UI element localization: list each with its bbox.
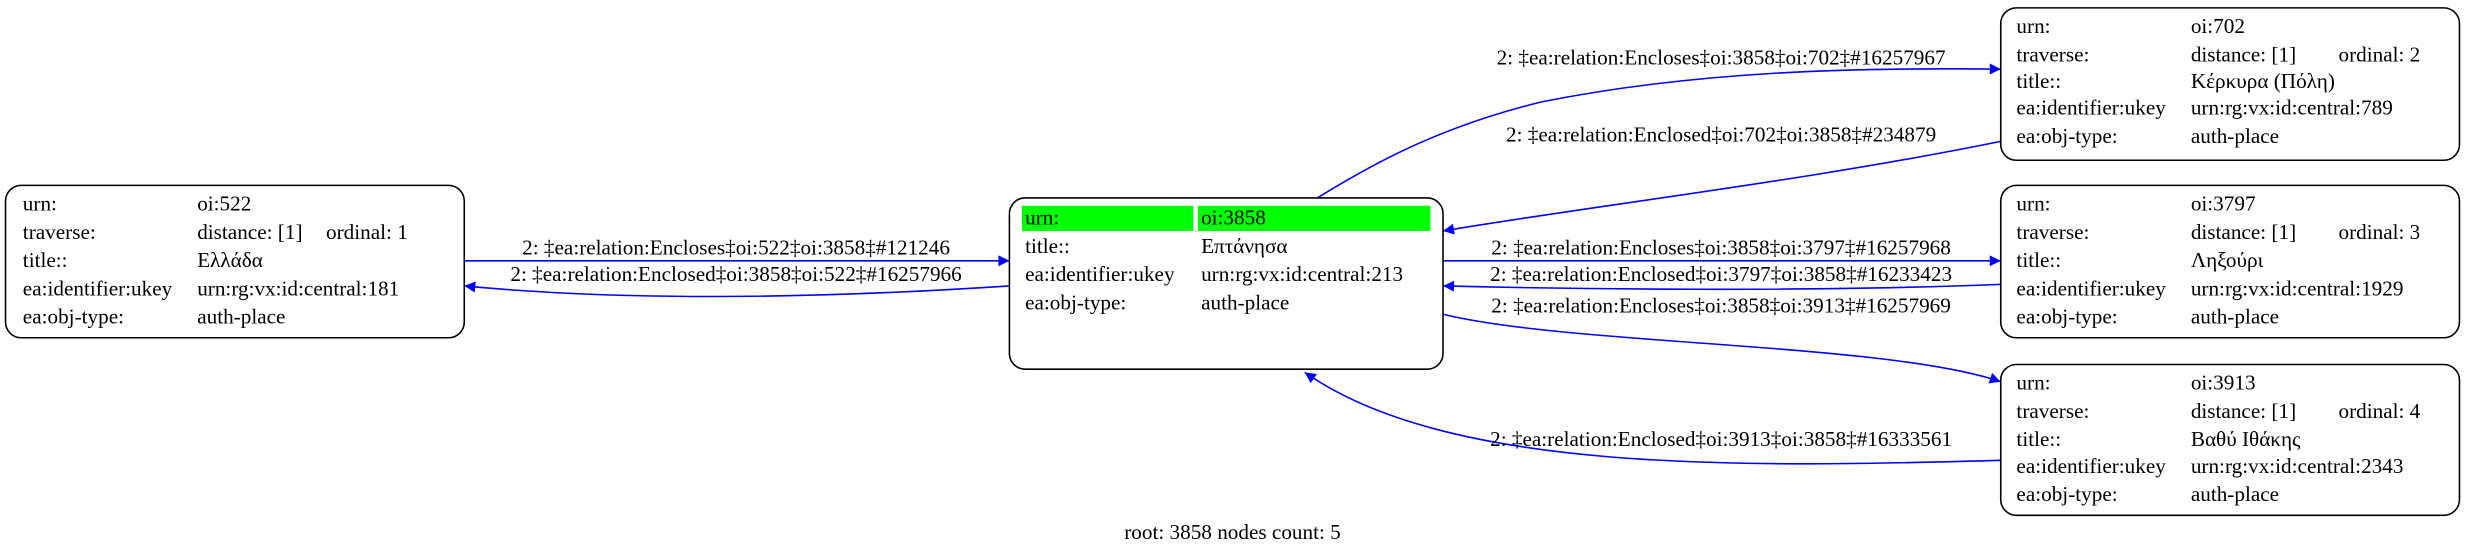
field-extra: ordinal: 1 [326, 220, 408, 244]
field-value: urn:rg:vx:id:central:1929 [2191, 276, 2404, 300]
field-value: oi:522 [197, 192, 251, 216]
field-label: urn: [2016, 192, 2050, 216]
field-value: Ελλάδα [197, 248, 263, 272]
field-value: distance: [1] [2191, 399, 2296, 423]
field-value: Επτάνησα [1201, 234, 1287, 258]
edge-label: 2: ‡ea:relation:Enclosed‡oi:3913‡oi:3858… [1490, 427, 1952, 451]
field-label: title:: [2016, 427, 2061, 451]
edge-3797-to-3858: 2: ‡ea:relation:Enclosed‡oi:3797‡oi:3858… [1442, 262, 2001, 292]
field-label: ea:obj-type: [2016, 305, 2117, 329]
field-label: urn: [2016, 371, 2050, 395]
node-3797[interactable]: urn: oi:3797 traverse: distance: [1] ordinal… [1999, 184, 2461, 339]
field-value: Βαθύ Ιθάκης [2191, 427, 2301, 451]
field-value: urn:rg:vx:id:central:181 [197, 276, 399, 300]
field-value: urn:rg:vx:id:central:2343 [2191, 454, 2404, 478]
edge-3858-to-3797: 2: ‡ea:relation:Encloses‡oi:3858‡oi:3797… [1443, 236, 2001, 267]
field-value: auth-place [2191, 124, 2279, 148]
node-522[interactable]: urn: oi:522 traverse: distance: [1] ordinal:… [4, 184, 466, 339]
edge-label: 2: ‡ea:relation:Encloses‡oi:3858‡oi:3913… [1491, 294, 1951, 318]
edge-3858-to-702: 2: ‡ea:relation:Encloses‡oi:3858‡oi:702‡… [1316, 45, 2001, 199]
field-extra: ordinal: 3 [2339, 220, 2421, 244]
node-box [1008, 197, 1444, 370]
edge-line [464, 281, 1010, 298]
node-box [1999, 7, 2461, 162]
edge-label: 2: ‡ea:relation:Encloses‡oi:522‡oi:3858‡… [522, 236, 950, 260]
field-label: ea:obj-type: [1025, 290, 1126, 314]
field-label: title:: [1025, 234, 1070, 258]
edge-line [1442, 280, 2001, 292]
field-label: ea:identifier:ukey [2016, 276, 2166, 300]
field-label: ea:identifier:ukey [2016, 96, 2166, 120]
root-highlight-label [1021, 205, 1194, 231]
field-value: distance: [1] [2191, 220, 2296, 244]
edge-3858-to-3913: 2: ‡ea:relation:Encloses‡oi:3858‡oi:3913… [1442, 294, 2001, 384]
node-3913[interactable]: urn: oi:3913 traverse: distance: [1] ordinal… [1999, 363, 2461, 517]
root-highlight-value [1197, 205, 1431, 231]
field-value: oi:702 [2191, 14, 2245, 38]
field-value: oi:3797 [2191, 192, 2256, 216]
field-label: ea:obj-type: [2016, 482, 2117, 506]
node-box [4, 184, 466, 339]
field-label: traverse: [23, 220, 96, 244]
field-label: title:: [2016, 248, 2061, 272]
field-value: auth-place [197, 305, 285, 329]
field-label: urn: [1025, 206, 1059, 230]
field-value: Κέρκυρα (Πόλη) [2191, 69, 2335, 93]
node-702[interactable]: urn: oi:702 traverse: distance: [1] ordinal:… [1999, 7, 2461, 162]
edge-line [1304, 371, 2001, 465]
field-label: title:: [2016, 69, 2061, 93]
field-label: urn: [2016, 14, 2050, 38]
field-value: Ληξούρι [2191, 248, 2264, 272]
field-value: auth-place [2191, 482, 2279, 506]
edge-522-to-3858: 2: ‡ea:relation:Encloses‡oi:522‡oi:3858‡… [464, 236, 1010, 267]
field-value: auth-place [1201, 290, 1289, 314]
edge-line [1316, 63, 2001, 199]
node-box [1999, 363, 2461, 517]
edge-line [1442, 313, 2001, 384]
edge-label: 2: ‡ea:relation:Enclosed‡oi:702‡oi:3858‡… [1506, 122, 1936, 146]
field-value: urn:rg:vx:id:central:213 [1201, 262, 1403, 286]
field-label: urn: [23, 192, 57, 216]
field-value: oi:3913 [2191, 371, 2256, 395]
field-label: traverse: [2016, 220, 2089, 244]
field-extra: ordinal: 2 [2339, 42, 2421, 66]
edge-label: 2: ‡ea:relation:Encloses‡oi:3858‡oi:3797… [1491, 236, 1951, 260]
node-3858[interactable]: urn: oi:3858title::Επτάνησαea:identifier:… [1008, 197, 1444, 370]
field-value: oi:3858 [1201, 206, 1266, 230]
edge-3858-to-522: 2: ‡ea:relation:Enclosed‡oi:3858‡oi:522‡… [464, 262, 1010, 298]
node-box [1999, 184, 2461, 339]
field-value: auth-place [2191, 305, 2279, 329]
field-extra: ordinal: 4 [2339, 399, 2421, 423]
field-value: distance: [1] [2191, 42, 2296, 66]
field-label: ea:identifier:ukey [23, 276, 173, 300]
field-label: ea:obj-type: [2016, 124, 2117, 148]
field-label: ea:obj-type: [23, 305, 124, 329]
field-label: traverse: [2016, 42, 2089, 66]
edge-label: 2: ‡ea:relation:Enclosed‡oi:3858‡oi:522‡… [510, 262, 961, 286]
edge-line [1442, 140, 2001, 235]
edge-3913-to-3858: 2: ‡ea:relation:Enclosed‡oi:3913‡oi:3858… [1304, 371, 2001, 465]
edge-label: 2: ‡ea:relation:Enclosed‡oi:3797‡oi:3858… [1490, 262, 1952, 286]
field-label: ea:identifier:ukey [2016, 454, 2166, 478]
field-label: title:: [23, 248, 68, 272]
field-value: distance: [1] [197, 220, 302, 244]
field-label: ea:identifier:ukey [1025, 262, 1175, 286]
field-label: traverse: [2016, 399, 2089, 423]
edge-label: 2: ‡ea:relation:Encloses‡oi:3858‡oi:702‡… [1497, 45, 1946, 69]
edge-702-to-3858: 2: ‡ea:relation:Enclosed‡oi:702‡oi:3858‡… [1442, 122, 2001, 235]
graph-caption: root: 3858 nodes count: 5 [1124, 520, 1341, 544]
field-value: urn:rg:vx:id:central:789 [2191, 96, 2393, 120]
